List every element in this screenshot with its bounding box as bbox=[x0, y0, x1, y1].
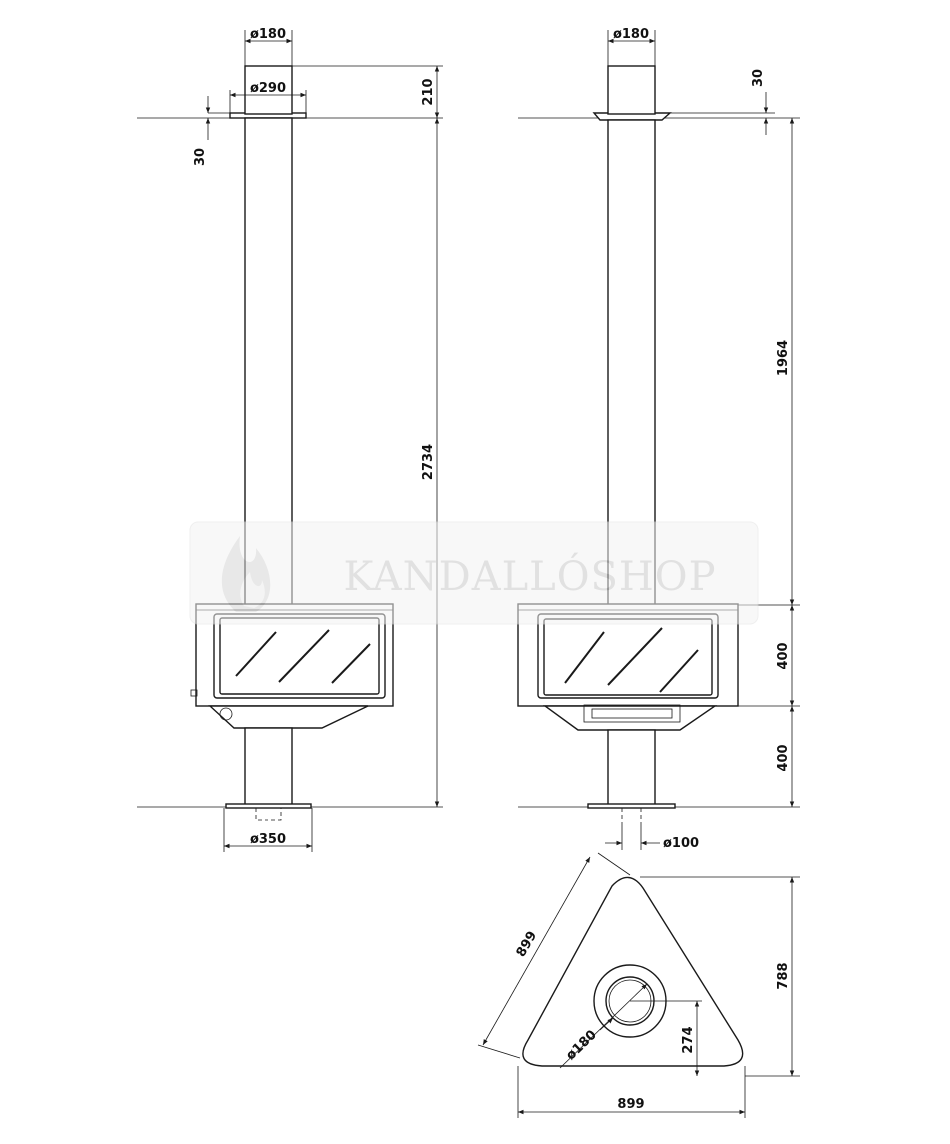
plan-flue-offset: 274 bbox=[681, 1026, 696, 1053]
plan-depth: 788 bbox=[776, 962, 791, 989]
flame-logo-icon bbox=[221, 536, 271, 612]
side-base-plate bbox=[587, 803, 676, 809]
firebox-glass bbox=[219, 617, 380, 695]
side-pedestal bbox=[607, 729, 656, 808]
watermark: KANDALLÓSHOP bbox=[189, 521, 759, 625]
plan-view: 899 788 274 ø180 899 bbox=[477, 852, 800, 1118]
side-firebox-height: 400 bbox=[776, 642, 791, 669]
front-collar-offset: 30 bbox=[193, 148, 208, 166]
plan-side-length: 899 bbox=[514, 929, 541, 960]
side-pedestal-height: 400 bbox=[776, 744, 791, 771]
pedestal bbox=[244, 727, 293, 808]
side-view: ø180 30 1964 400 400 ø100 bbox=[517, 27, 800, 851]
side-flue-cap bbox=[607, 65, 656, 115]
plan-base-width: 899 bbox=[617, 1097, 644, 1112]
flue-cap bbox=[244, 65, 293, 115]
side-flue-diameter: ø180 bbox=[613, 27, 649, 42]
side-firebox-glass bbox=[543, 618, 713, 696]
firebox-hopper bbox=[208, 705, 369, 729]
front-base-diameter: ø350 bbox=[250, 832, 286, 847]
side-collar-offset: 30 bbox=[751, 69, 766, 87]
base-plate bbox=[225, 803, 312, 809]
front-collar-diameter: ø290 bbox=[250, 81, 286, 96]
watermark-text: KANDALLÓSHOP bbox=[343, 553, 716, 600]
front-flue-diameter: ø180 bbox=[250, 27, 286, 42]
front-collar-height: 210 bbox=[421, 78, 436, 105]
side-flue-length: 1964 bbox=[776, 340, 791, 376]
front-total-height: 2734 bbox=[421, 444, 436, 480]
front-view: ø180 ø290 210 30 2734 ø350 bbox=[137, 27, 443, 852]
side-outlet-diameter: ø100 bbox=[663, 836, 699, 851]
